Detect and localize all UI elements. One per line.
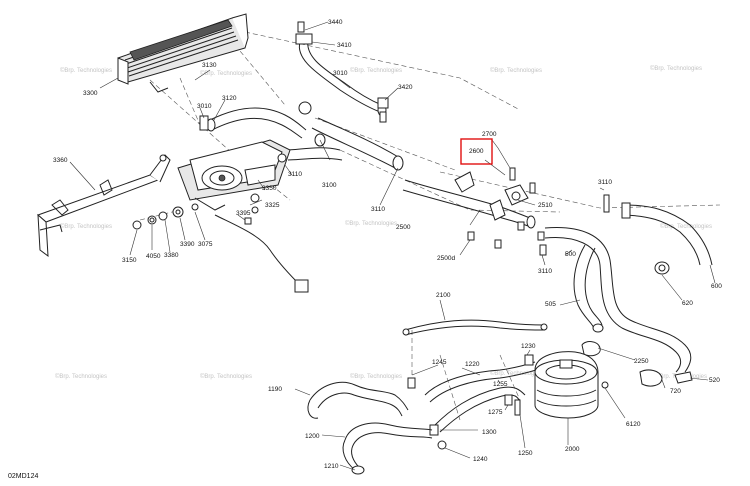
part-label-720[interactable]: 720 <box>670 388 681 395</box>
part-label-3110[interactable]: 3110 <box>598 179 612 186</box>
diagram-code: 02MD124 <box>8 473 38 480</box>
part-label-1250[interactable]: 1250 <box>518 450 533 457</box>
part-label-2000[interactable]: 2000 <box>565 446 580 453</box>
watermark: ©Brp. Technologies <box>200 373 252 380</box>
part-label-3440[interactable]: 3440 <box>328 19 343 26</box>
hose-3120 <box>199 107 307 139</box>
watermark: ©Brp. Technologies <box>490 370 542 377</box>
watermark: ©Brp. Technologies <box>350 373 402 380</box>
watermark: ©Brp. Technologies <box>660 223 712 230</box>
watermark: ©Brp. Technologies <box>650 65 702 72</box>
part-label-1255[interactable]: 1255 <box>493 381 508 388</box>
part-label-3120[interactable]: 3120 <box>222 95 237 102</box>
part-label-3395[interactable]: 3395 <box>236 210 251 217</box>
radiator <box>117 13 249 93</box>
part-label-2500d[interactable]: 2500d <box>437 255 455 262</box>
part-label-3150[interactable]: 3150 <box>122 257 137 264</box>
part-label-2500[interactable]: 2500 <box>396 224 411 231</box>
part-label-1190[interactable]: 1190 <box>268 386 282 393</box>
part-label-3110[interactable]: 3110 <box>288 171 302 178</box>
part-label-3010[interactable]: 3010 <box>197 103 212 110</box>
part-label-3130[interactable]: 3130 <box>202 62 217 69</box>
part-label-505[interactable]: 505 <box>545 301 556 308</box>
assembly-lines <box>139 31 721 421</box>
pipe-2100 <box>402 319 548 336</box>
watermark: ©Brp. Technologies <box>350 67 402 74</box>
part-label-3360[interactable]: 3360 <box>53 157 68 164</box>
part-label-520[interactable]: 520 <box>709 377 720 384</box>
watermark: ©Brp. Technologies <box>60 67 112 74</box>
pipe-2500 <box>402 171 536 229</box>
watermark: ©Brp. Technologies <box>200 70 252 77</box>
part-label-3390[interactable]: 3390 <box>180 241 195 248</box>
part-label-2510[interactable]: 2510 <box>538 202 553 209</box>
part-label-1300[interactable]: 1300 <box>482 429 497 436</box>
part-label-3075[interactable]: 3075 <box>198 241 213 248</box>
part-label-2250[interactable]: 2250 <box>634 358 649 365</box>
hose-3100 <box>284 117 404 171</box>
part-label-1240[interactable]: 1240 <box>473 456 488 463</box>
part-label-2100[interactable]: 2100 <box>436 292 451 299</box>
hoses-1190-1200 <box>307 381 447 475</box>
watermark: ©Brp. Technologies <box>60 223 112 230</box>
part-label-3110[interactable]: 3110 <box>538 268 552 275</box>
part-label-1230[interactable]: 1230 <box>521 343 536 350</box>
bracket <box>37 154 171 258</box>
watermark: ©Brp. Technologies <box>345 220 397 227</box>
lower-hoses <box>407 354 537 436</box>
couplings <box>298 97 389 147</box>
part-label-6120[interactable]: 6120 <box>626 421 641 428</box>
part-label-3350[interactable]: 3350 <box>262 185 277 192</box>
pump-assembly <box>177 139 291 211</box>
part-label-2700[interactable]: 2700 <box>482 131 497 138</box>
part-label-1220[interactable]: 1220 <box>465 361 480 368</box>
part-label-1275[interactable]: 1275 <box>488 409 503 416</box>
part-label-620[interactable]: 620 <box>682 300 693 307</box>
part-label-3380[interactable]: 3380 <box>164 252 179 259</box>
part-labels: 3440 3410 3010 3420 3300 3130 3010 3120 … <box>53 19 722 470</box>
coolant-reservoir <box>534 341 693 419</box>
part-label-3410[interactable]: 3410 <box>337 42 352 49</box>
part-label-3325[interactable]: 3325 <box>265 202 280 209</box>
part-label-1245[interactable]: 1245 <box>432 359 447 366</box>
part-label-3010[interactable]: 3010 <box>333 70 348 77</box>
part-label-600[interactable]: 600 <box>711 283 722 290</box>
watermark: ©Brp. Technologies <box>490 67 542 74</box>
part-label-1210[interactable]: 1210 <box>324 463 339 470</box>
part-label-2600[interactable]: 2600 <box>469 148 484 155</box>
part-label-1200[interactable]: 1200 <box>305 433 320 440</box>
part-label-3420[interactable]: 3420 <box>398 84 413 91</box>
fasteners-left <box>132 203 259 230</box>
highlight-box <box>460 138 493 165</box>
radiator-hoses <box>539 194 713 373</box>
watermark: ©Brp. Technologies <box>55 373 107 380</box>
leader-lines <box>69 21 716 471</box>
part-label-3100[interactable]: 3100 <box>322 182 337 189</box>
part-label-3110[interactable]: 3110 <box>371 206 385 213</box>
part-label-500[interactable]: 500 <box>565 251 576 258</box>
part-label-4050[interactable]: 4050 <box>146 253 161 260</box>
wire-harness <box>214 214 309 293</box>
bolt-group <box>467 167 545 249</box>
part-label-3300[interactable]: 3300 <box>83 90 98 97</box>
